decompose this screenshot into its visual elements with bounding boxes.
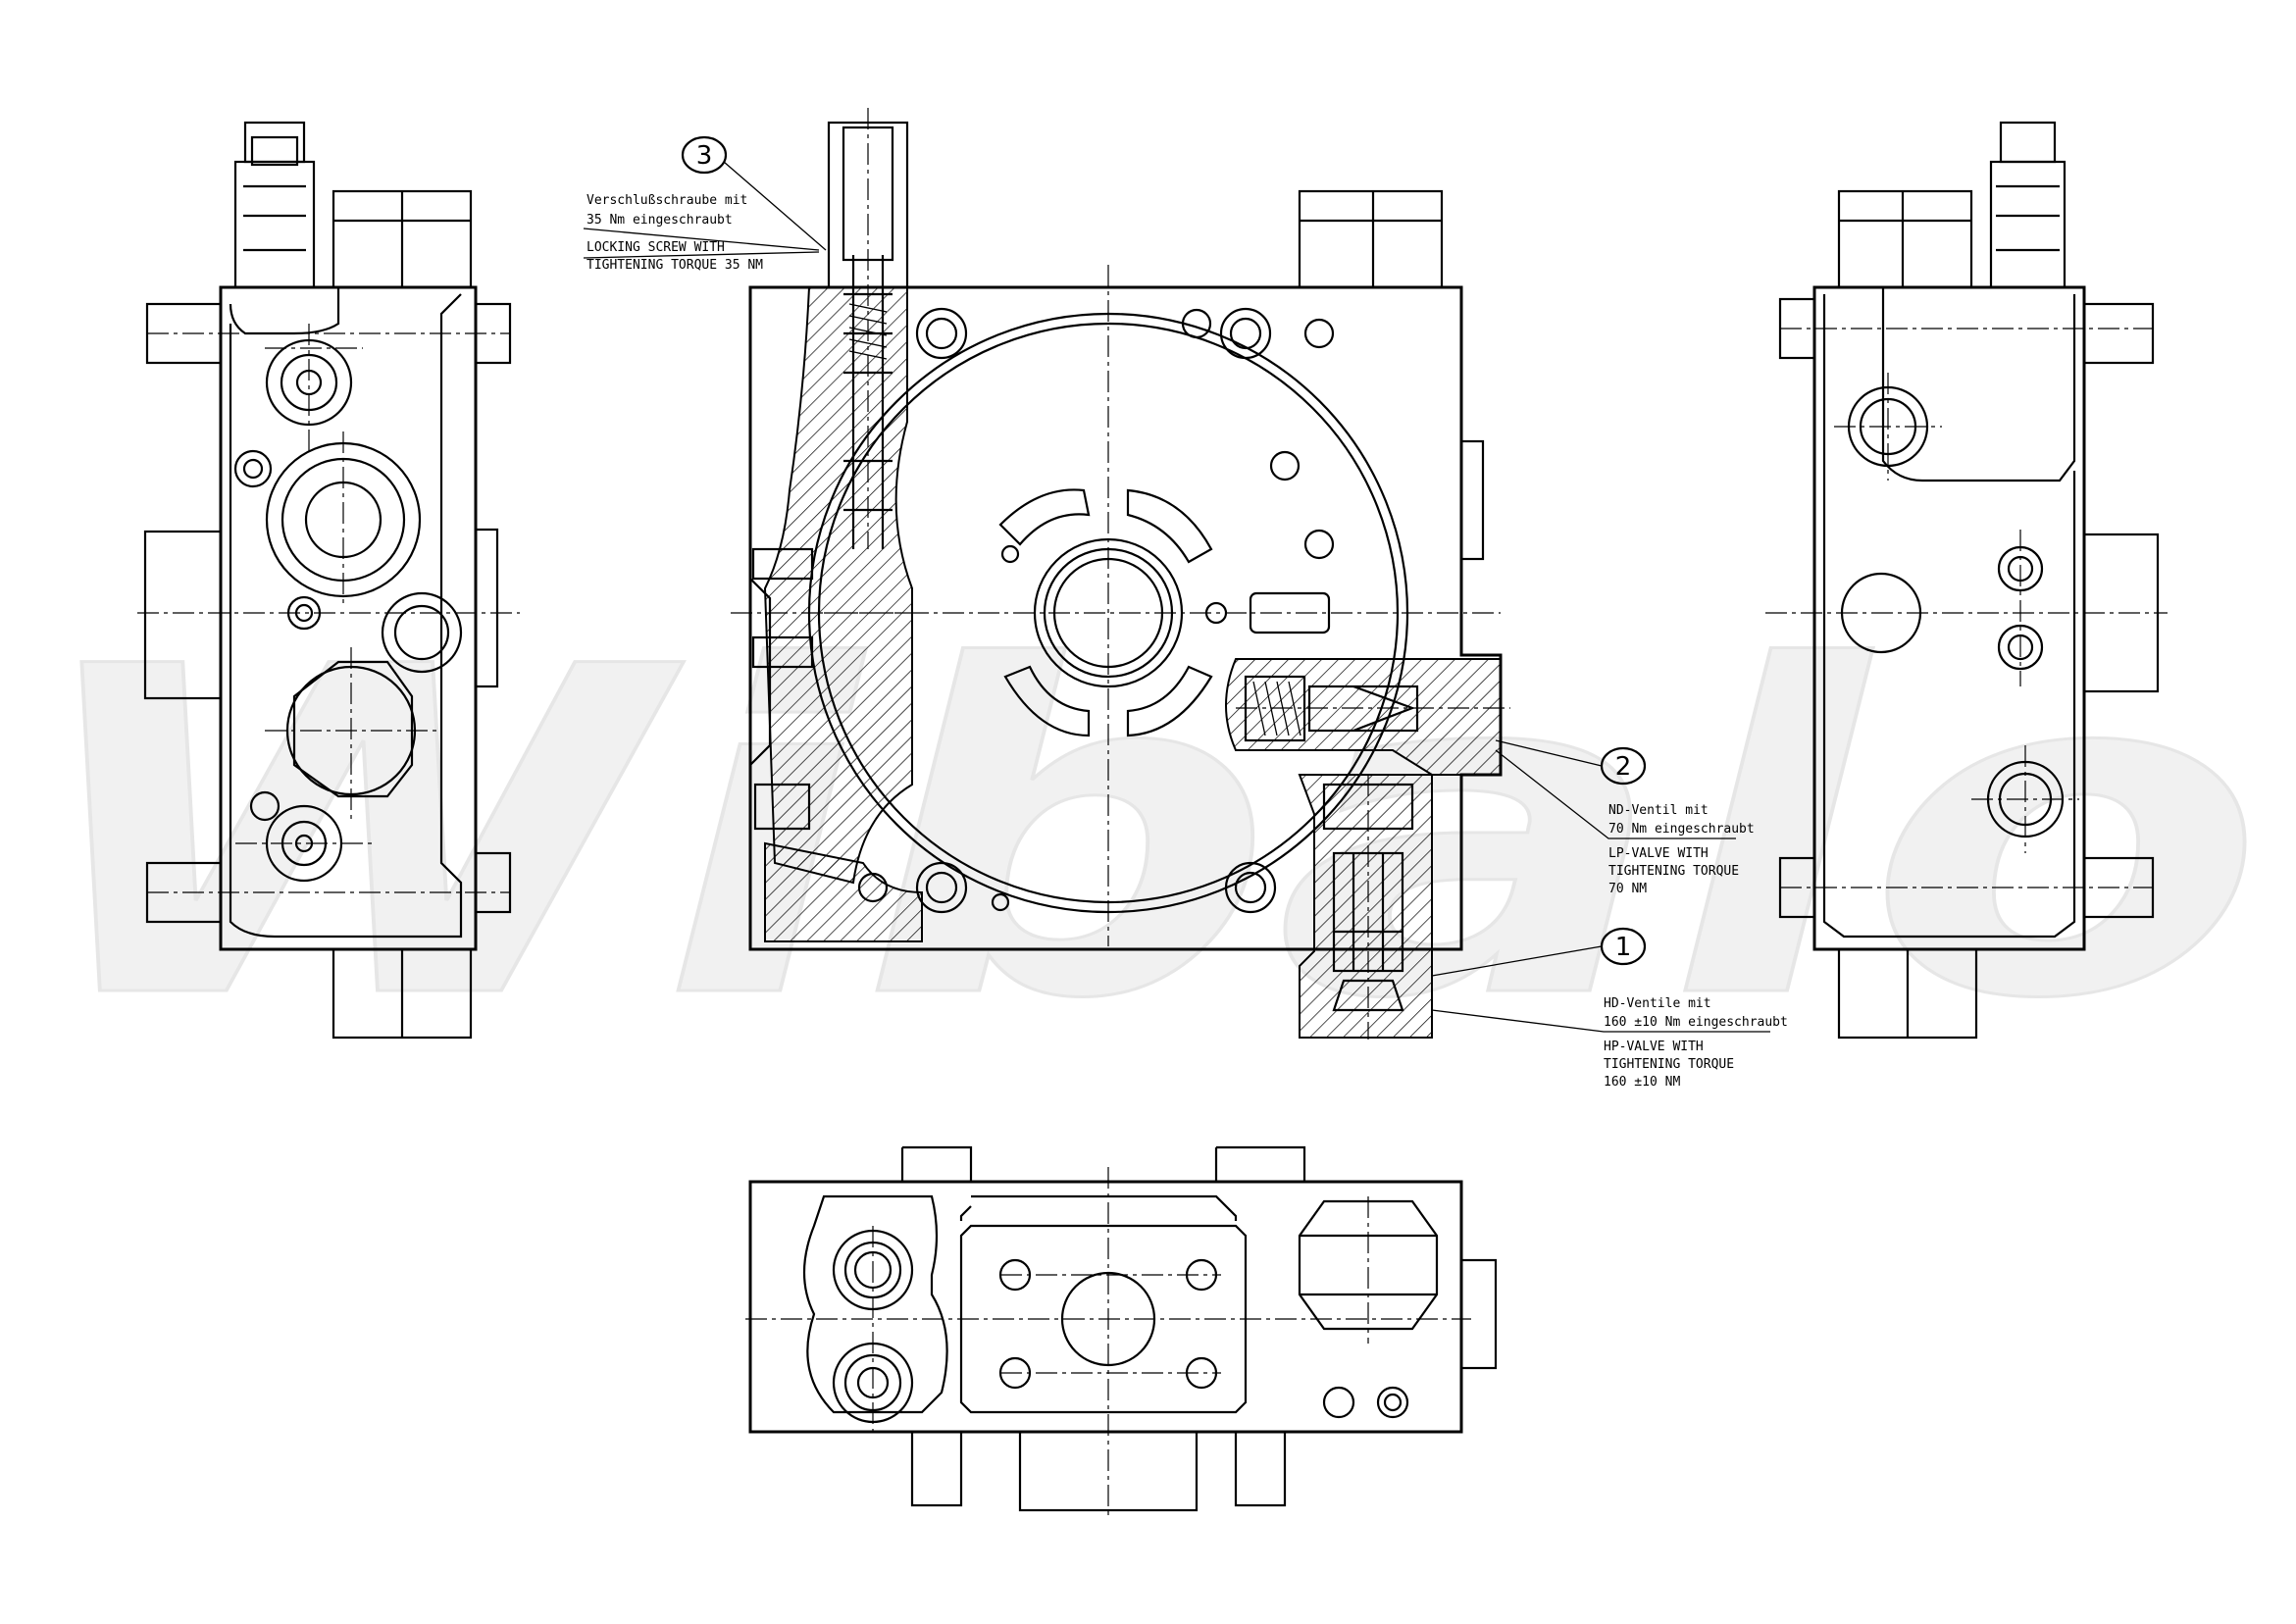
callout-2-line-4: TIGHTENING TORQUE: [1608, 864, 1739, 879]
callout-1-number: 1: [1615, 933, 1632, 962]
callout-3-line-3: LOCKING SCREW WITH: [587, 240, 725, 255]
callout-2: 2 ND-Ventil mit 70 Nm eingeschraubt LP-V…: [1495, 739, 1755, 896]
callout-3-number: 3: [696, 141, 713, 171]
bottom-view: [745, 1145, 1498, 1515]
callout-3-bubble: [681, 135, 728, 175]
callout-2-number: 2: [1615, 752, 1632, 782]
callout-1-line-5: 160 ±10 NM: [1604, 1075, 1680, 1090]
callout-1-line-3: HP-VALVE WITH: [1604, 1040, 1704, 1054]
callout-3-line-4: TIGHTENING TORQUE 35 NM: [587, 258, 763, 273]
right-side-view: [1765, 121, 2168, 1040]
callout-1-line-2: 160 ±10 Nm eingeschraubt: [1604, 1015, 1788, 1030]
callout-2-line-2: 70 Nm eingeschraubt: [1608, 822, 1755, 837]
watermark-text: Wibalo: [20, 573, 2266, 1097]
callout-3-line-2: 35 Nm eingeschraubt: [587, 213, 733, 228]
callout-3-line-1: Verschlußschraube mit: [587, 193, 747, 208]
callout-2-line-3: LP-VALVE WITH: [1608, 846, 1709, 861]
callout-2-line-5: 70 NM: [1608, 882, 1647, 896]
callout-1: 1 HD-Ventile mit 160 ±10 Nm eingeschraub…: [1431, 927, 1788, 1090]
callout-1-line-4: TIGHTENING TORQUE: [1604, 1057, 1734, 1072]
left-side-view: [137, 121, 520, 1040]
callout-2-line-1: ND-Ventil mit: [1608, 803, 1709, 818]
callout-1-line-1: HD-Ventile mit: [1604, 996, 1711, 1011]
callout-3: 3 Verschlußschraube mit 35 Nm eingeschra…: [583, 135, 827, 273]
center-front-view: [731, 108, 1510, 1040]
